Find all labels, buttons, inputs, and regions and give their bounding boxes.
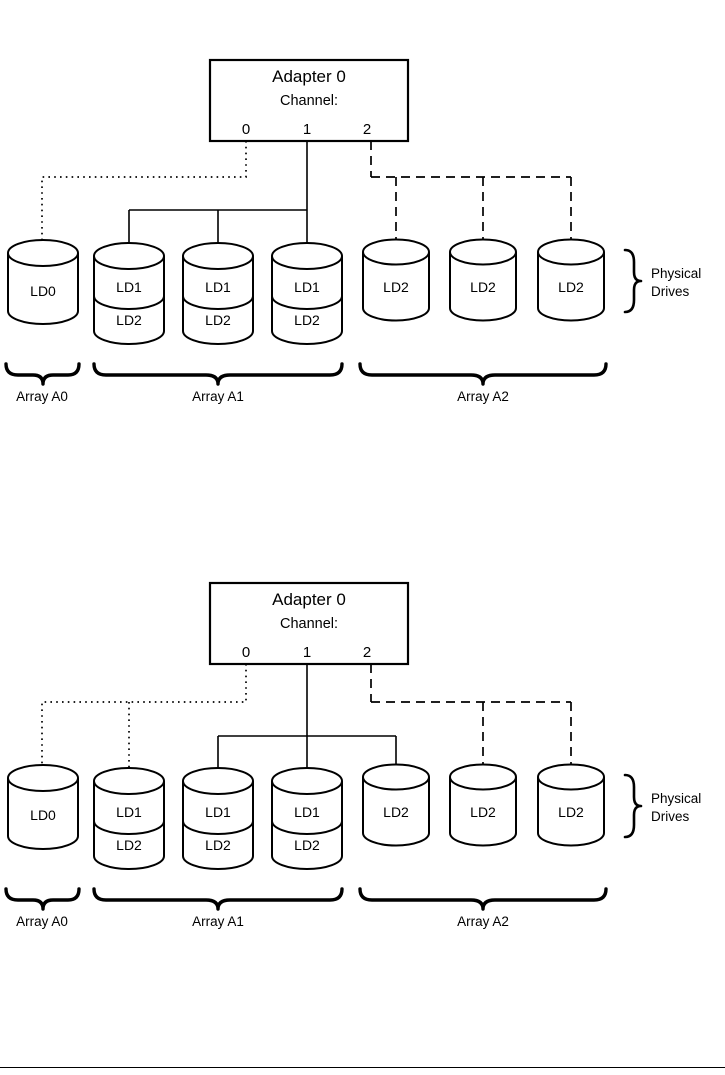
drive-3-label-1-bottom: LD2 [294,837,320,853]
physical-drives-label-line2-top: Drives [651,284,690,299]
drive-3-top: LD1 LD2 [271,242,343,345]
physical-drives-label-line1-bottom: Physical [651,791,701,806]
drive-3-bottom: LD1 LD2 [271,767,343,870]
array-label-a1-top: Array A1 [192,389,244,404]
array-label-a2-bottom: Array A2 [457,914,509,929]
drive-0-label-0-top: LD0 [30,283,56,299]
diagram-top: Adapter 0 Channel: 0 1 2 LD0 [4,58,701,404]
physical-drives-brace-bottom: Physical Drives [623,773,701,839]
channel-label-2-top: 2 [363,121,371,138]
footer-rule [0,1067,725,1068]
array-label-a1-bottom: Array A1 [192,914,244,929]
adapter-title-top: Adapter 0 [272,67,346,86]
drive-0-top: LD0 [7,239,79,325]
drive-0-bottom: LD0 [7,764,79,850]
adapter-subtitle-top: Channel: [280,93,338,109]
array-label-a0-top: Array A0 [16,389,68,404]
drive-4-label-0-top: LD2 [383,279,409,295]
array-brace-a0-bottom: Array A0 [4,887,81,929]
array-brace-a1-bottom: Array A1 [92,887,344,929]
drive-4-bottom: LD2 [362,763,430,847]
array-brace-a2-top: Array A2 [358,362,608,404]
drive-1-bottom: LD1 LD2 [93,767,165,870]
drive-3-label-1-top: LD2 [294,312,320,328]
drive-1-label-1-top: LD2 [116,312,142,328]
drive-6-label-0-top: LD2 [558,279,584,295]
drive-1-top: LD1 LD2 [93,242,165,345]
drive-5-label-0-top: LD2 [470,279,496,295]
array-label-a2-top: Array A2 [457,389,509,404]
adapter-box-bottom [208,581,410,666]
drive-0-label-0-bottom: LD0 [30,807,56,823]
adapter-box-top [208,58,410,143]
drive-3-label-0-bottom: LD1 [294,804,320,820]
array-brace-a0-top: Array A0 [4,362,81,404]
adapter-title-bottom: Adapter 0 [272,590,346,609]
channel-label-1-top: 1 [303,121,311,138]
drive-2-label-0-top: LD1 [205,279,231,295]
array-brace-a1-top: Array A1 [92,362,344,404]
drive-3-label-0-top: LD1 [294,279,320,295]
drive-2-bottom: LD1 LD2 [182,767,254,870]
physical-drives-label-line1-top: Physical [651,266,701,281]
drive-4-label-0-bottom: LD2 [383,804,409,820]
drive-5-bottom: LD2 [449,763,517,847]
drive-2-top: LD1 LD2 [182,242,254,345]
array-label-a0-bottom: Array A0 [16,914,68,929]
drive-5-label-0-bottom: LD2 [470,804,496,820]
channel-label-0-bottom: 0 [242,644,250,661]
drive-1-label-0-top: LD1 [116,279,142,295]
drive-6-bottom: LD2 [537,763,605,847]
adapter-subtitle-bottom: Channel: [280,616,338,632]
diagram-bottom: Adapter 0 Channel: 0 1 2 LD0 [4,581,701,929]
channel-label-1-bottom: 1 [303,644,311,661]
drive-4-top: LD2 [362,238,430,322]
channel-0-link-bottom [41,664,247,775]
drive-6-label-0-bottom: LD2 [558,804,584,820]
array-brace-a2-bottom: Array A2 [358,887,608,929]
drive-6-top: LD2 [537,238,605,322]
physical-drives-brace-top: Physical Drives [623,248,701,314]
drive-5-top: LD2 [449,238,517,322]
drive-2-label-1-top: LD2 [205,312,231,328]
channel-label-2-bottom: 2 [363,644,371,661]
drive-1-label-1-bottom: LD2 [116,837,142,853]
drive-2-label-0-bottom: LD1 [205,804,231,820]
drive-1-label-0-bottom: LD1 [116,804,142,820]
drive-2-label-1-bottom: LD2 [205,837,231,853]
channel-0-link-top [41,141,247,250]
channel-label-0-top: 0 [242,121,250,138]
physical-drives-label-line2-bottom: Drives [651,809,690,824]
